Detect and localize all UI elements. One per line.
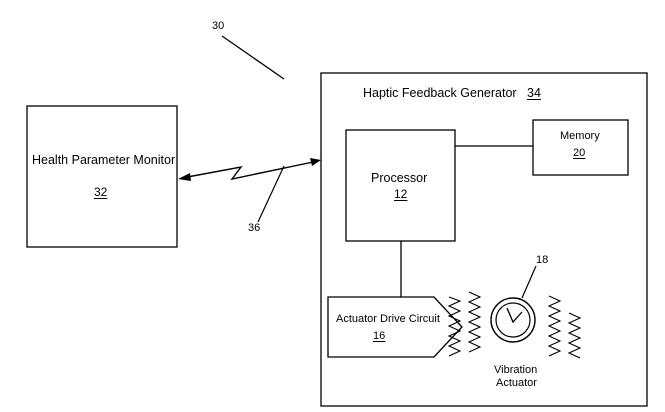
vibration-actuator-inner-circle xyxy=(496,303,530,337)
wireless-link-arrowhead-left xyxy=(178,173,191,181)
health-monitor-ref: 32 xyxy=(94,185,107,199)
ref-18-leader-line xyxy=(522,266,536,298)
vibration-squiggle-right-2 xyxy=(569,313,580,358)
memory-ref: 20 xyxy=(573,147,585,160)
wireless-link-arrowhead-right xyxy=(310,158,321,166)
wireless-link-line xyxy=(182,161,318,179)
haptic-generator-ref: 34 xyxy=(527,86,541,101)
vibration-actuator-hands xyxy=(507,308,522,322)
link-ref-label: 36 xyxy=(248,222,260,235)
drive-circuit-shape xyxy=(328,297,462,357)
vibration-squiggle-left-2 xyxy=(469,292,480,352)
ref-30-leader-line xyxy=(222,36,284,79)
vibration-actuator-outer-circle xyxy=(491,298,535,342)
health-monitor-box xyxy=(27,106,177,247)
processor-title: Processor xyxy=(371,171,427,186)
health-monitor-title: Health Parameter Monitor xyxy=(32,153,175,168)
drive-circuit-ref: 16 xyxy=(373,330,385,343)
memory-title: Memory xyxy=(560,130,600,143)
overall-ref-label: 30 xyxy=(212,20,224,33)
processor-ref: 12 xyxy=(394,187,407,201)
drive-circuit-title: Actuator Drive Circuit xyxy=(336,313,440,326)
ref-36-leader-line xyxy=(258,166,284,222)
vibration-actuator-label-line2: Actuator xyxy=(496,377,537,390)
vibration-actuator-ref: 18 xyxy=(536,254,548,267)
haptic-generator-box xyxy=(321,73,647,406)
vibration-actuator-label-line1: Vibration xyxy=(494,364,537,377)
vibration-squiggle-left-1 xyxy=(449,297,460,356)
haptic-generator-title: Haptic Feedback Generator xyxy=(363,86,517,101)
vibration-squiggle-right-1 xyxy=(549,296,560,356)
